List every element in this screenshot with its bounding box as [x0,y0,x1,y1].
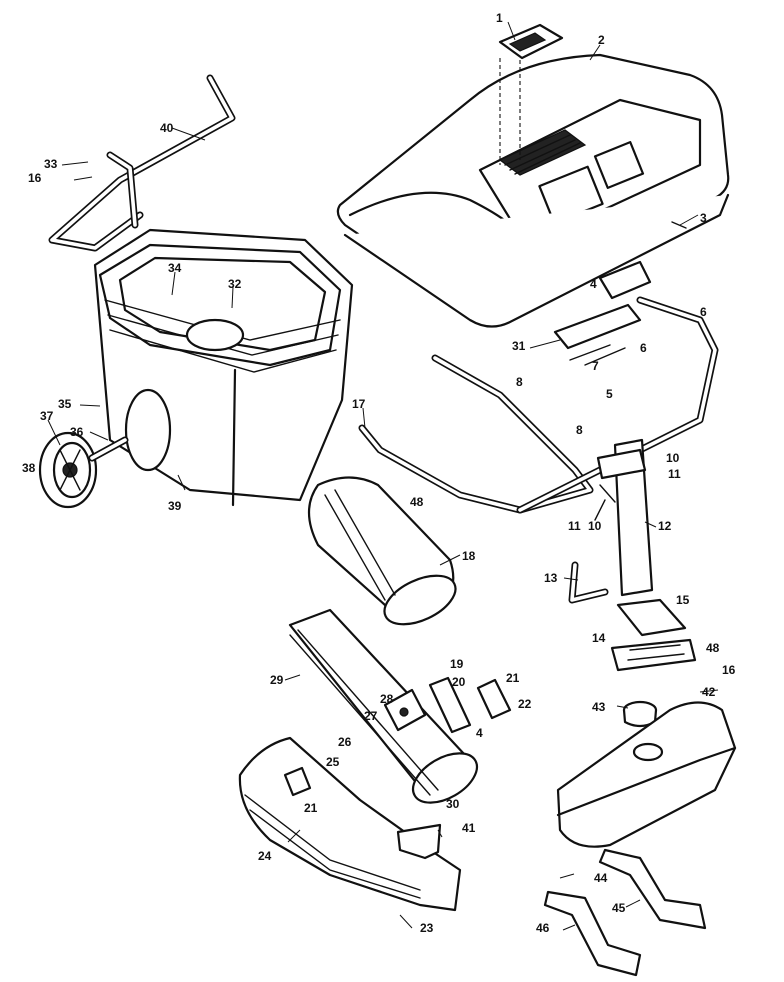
label-6: 6 [700,305,707,319]
label-33: 33 [44,157,58,171]
grass-bin [93,228,354,507]
label-25: 25 [326,755,340,769]
label-37: 37 [40,409,54,423]
label-31: 31 [512,339,526,353]
label-34: 34 [168,261,182,275]
label-21: 21 [506,671,520,685]
label-43: 43 [592,700,606,714]
label-27: 27 [364,709,378,723]
legs [543,848,707,977]
label-23: 23 [420,921,434,935]
screw-3 [671,221,687,229]
label-30: 30 [446,797,460,811]
label-45: 45 [612,901,626,915]
label-46: 46 [536,921,550,935]
label-3: 3 [700,211,707,225]
label-35: 35 [58,397,72,411]
label-10: 10 [666,451,680,465]
label-19: 19 [450,657,464,671]
label-2: 2 [598,33,605,47]
label-26: 26 [338,735,352,749]
label-28: 28 [380,692,394,706]
label-10: 10 [588,519,602,533]
label-16: 16 [722,663,736,677]
lower-chute [238,736,462,912]
label-36: 36 [70,425,84,439]
label-48: 48 [410,495,424,509]
label-1: 1 [496,11,503,25]
label-12: 12 [658,519,672,533]
label-8: 8 [516,375,523,389]
label-42: 42 [702,685,716,699]
label-40: 40 [160,121,174,135]
leader-lines [47,21,719,931]
label-11: 11 [568,519,581,533]
label-4: 4 [590,277,597,291]
label-17: 17 [352,397,366,411]
label-41: 41 [462,821,476,835]
label-22: 22 [518,697,532,711]
frame [358,296,719,514]
upper-chute [308,476,457,626]
label-6: 6 [640,341,647,355]
cap [622,700,658,728]
handle [48,74,236,252]
part-labels: 1 2 3 4 4 5 6 6 7 8 8 10 10 11 11 12 13 … [22,11,736,935]
label-18: 18 [462,549,476,563]
label-5: 5 [606,387,613,401]
support-column [568,438,654,604]
label-8: 8 [576,423,583,437]
label-38: 38 [22,461,36,475]
label-13: 13 [544,571,558,585]
label-4: 4 [476,726,483,740]
label-7: 7 [592,359,599,373]
top-cover [336,53,730,328]
label-24: 24 [258,849,272,863]
top-panel [498,23,564,165]
label-39: 39 [168,499,182,513]
label-16: 16 [28,171,42,185]
label-14: 14 [592,631,606,645]
label-21: 21 [304,801,318,815]
label-20: 20 [452,675,466,689]
housing [556,701,737,848]
label-15: 15 [676,593,690,607]
middle-chute [288,608,479,804]
label-32: 32 [228,277,242,291]
label-11: 11 [668,467,681,481]
bracket-31 [553,260,652,366]
label-44: 44 [594,871,608,885]
label-48: 48 [706,641,720,655]
bracket-16 [610,598,697,672]
wheel [38,431,129,509]
label-29: 29 [270,673,284,687]
bracket-20 [428,676,512,734]
